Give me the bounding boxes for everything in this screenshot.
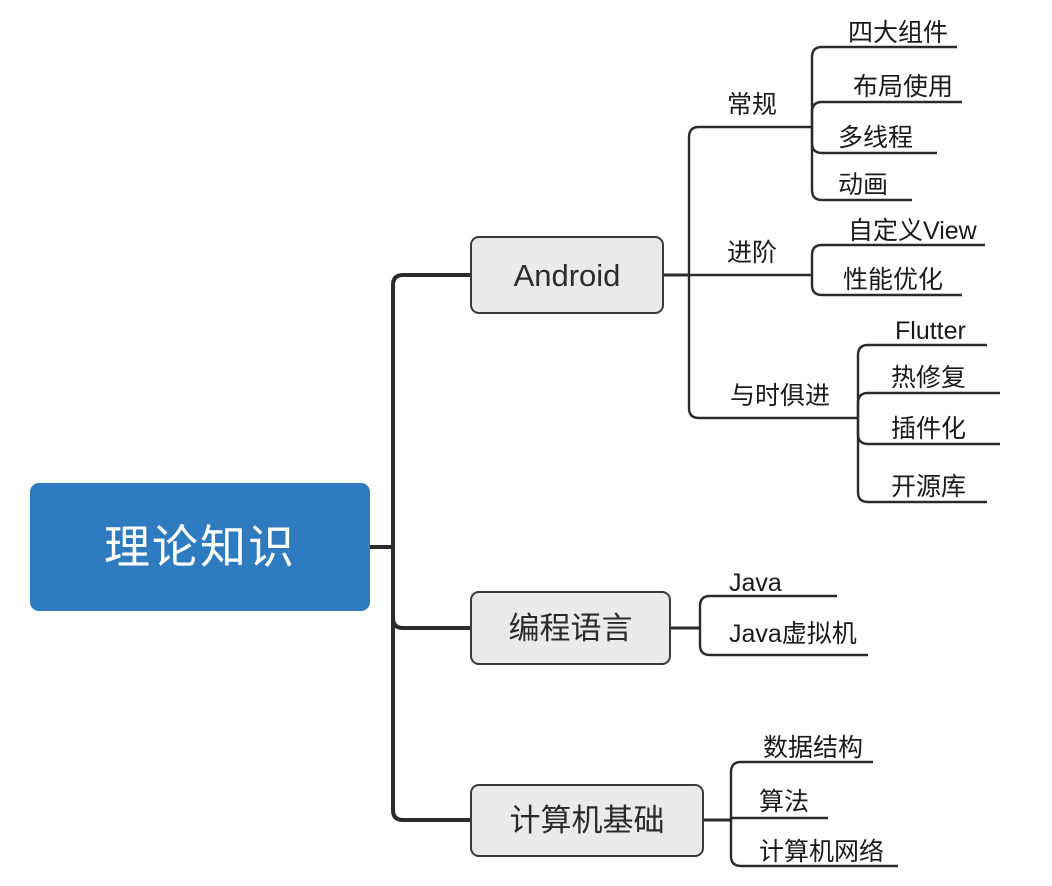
leaf-node-network[interactable]: 计算机网络: [759, 837, 939, 867]
leaf-node-bujushiyong-label: 布局使用: [853, 72, 954, 101]
leaf-node-data-structure[interactable]: 数据结构: [763, 733, 923, 763]
leaf-node-custom-view-label: 自定义View: [848, 216, 977, 245]
branch-node-android-label: Android: [513, 257, 621, 293]
branch-node-android[interactable]: Android: [470, 236, 664, 314]
leaf-node-hotfix[interactable]: 热修复: [891, 363, 1021, 393]
branch-node-programming-language[interactable]: 编程语言: [470, 591, 671, 665]
group-label-yushijujin[interactable]: 与时俱进: [712, 380, 848, 412]
leaf-node-java-text: Java: [729, 568, 782, 597]
leaf-node-flutter[interactable]: Flutter: [895, 316, 1025, 346]
link-cs-leaf-2: [729, 816, 828, 820]
root-node-label: 理论知识: [104, 521, 296, 573]
leaf-node-jvm[interactable]: Java虚拟机: [729, 619, 909, 649]
leaf-node-performance[interactable]: 性能优化: [843, 265, 1003, 295]
branch-node-computer-fundamentals-label: 计算机基础: [509, 803, 665, 838]
leaf-node-java[interactable]: Java: [729, 568, 849, 598]
leaf-node-hotfix-label: 热修复: [891, 363, 967, 392]
leaf-node-opensource-label: 开源库: [891, 472, 967, 501]
leaf-node-opensource[interactable]: 开源库: [891, 472, 1021, 502]
branch-node-computer-fundamentals[interactable]: 计算机基础: [470, 784, 704, 857]
leaf-node-sidazujian-label: 四大组件: [848, 18, 949, 47]
link-root-to-android: [391, 273, 470, 547]
group-label-yushijujin-text: 与时俱进: [729, 381, 830, 410]
group-label-changgui[interactable]: 常规: [700, 89, 804, 121]
leaf-node-plugin-label: 插件化: [891, 414, 967, 443]
leaf-node-duoxiancheng[interactable]: 多线程: [838, 123, 978, 153]
leaf-node-data-structure-label: 数据结构: [763, 733, 864, 762]
leaf-node-performance-label: 性能优化: [843, 265, 944, 294]
group-label-jinjie-text: 进阶: [726, 238, 777, 267]
leaf-node-jvm-label: Java虚拟机: [729, 619, 857, 648]
leaf-node-flutter-label: Flutter: [895, 316, 966, 345]
leaf-node-custom-view[interactable]: 自定义View: [848, 216, 1018, 246]
group-label-changgui-text: 常规: [726, 90, 777, 119]
leaf-node-plugin[interactable]: 插件化: [891, 414, 1021, 444]
leaf-node-donghua[interactable]: 动画: [838, 170, 958, 200]
link-root-to-cs: [391, 547, 470, 822]
leaf-node-algorithm[interactable]: 算法: [759, 787, 889, 817]
leaf-node-duoxiancheng-label: 多线程: [838, 123, 914, 152]
leaf-node-network-label: 计算机网络: [759, 837, 885, 866]
leaf-node-bujushiyong[interactable]: 布局使用: [853, 72, 1013, 102]
leaf-node-donghua-label: 动画: [838, 170, 889, 199]
root-node[interactable]: 理论知识: [30, 483, 370, 611]
branch-node-programming-language-label: 编程语言: [508, 610, 633, 646]
group-label-jinjie[interactable]: 进阶: [700, 237, 804, 269]
leaf-node-sidazujian[interactable]: 四大组件: [848, 18, 1008, 48]
link-root-to-language: [391, 547, 470, 630]
leaf-node-algorithm-label: 算法: [759, 787, 810, 816]
